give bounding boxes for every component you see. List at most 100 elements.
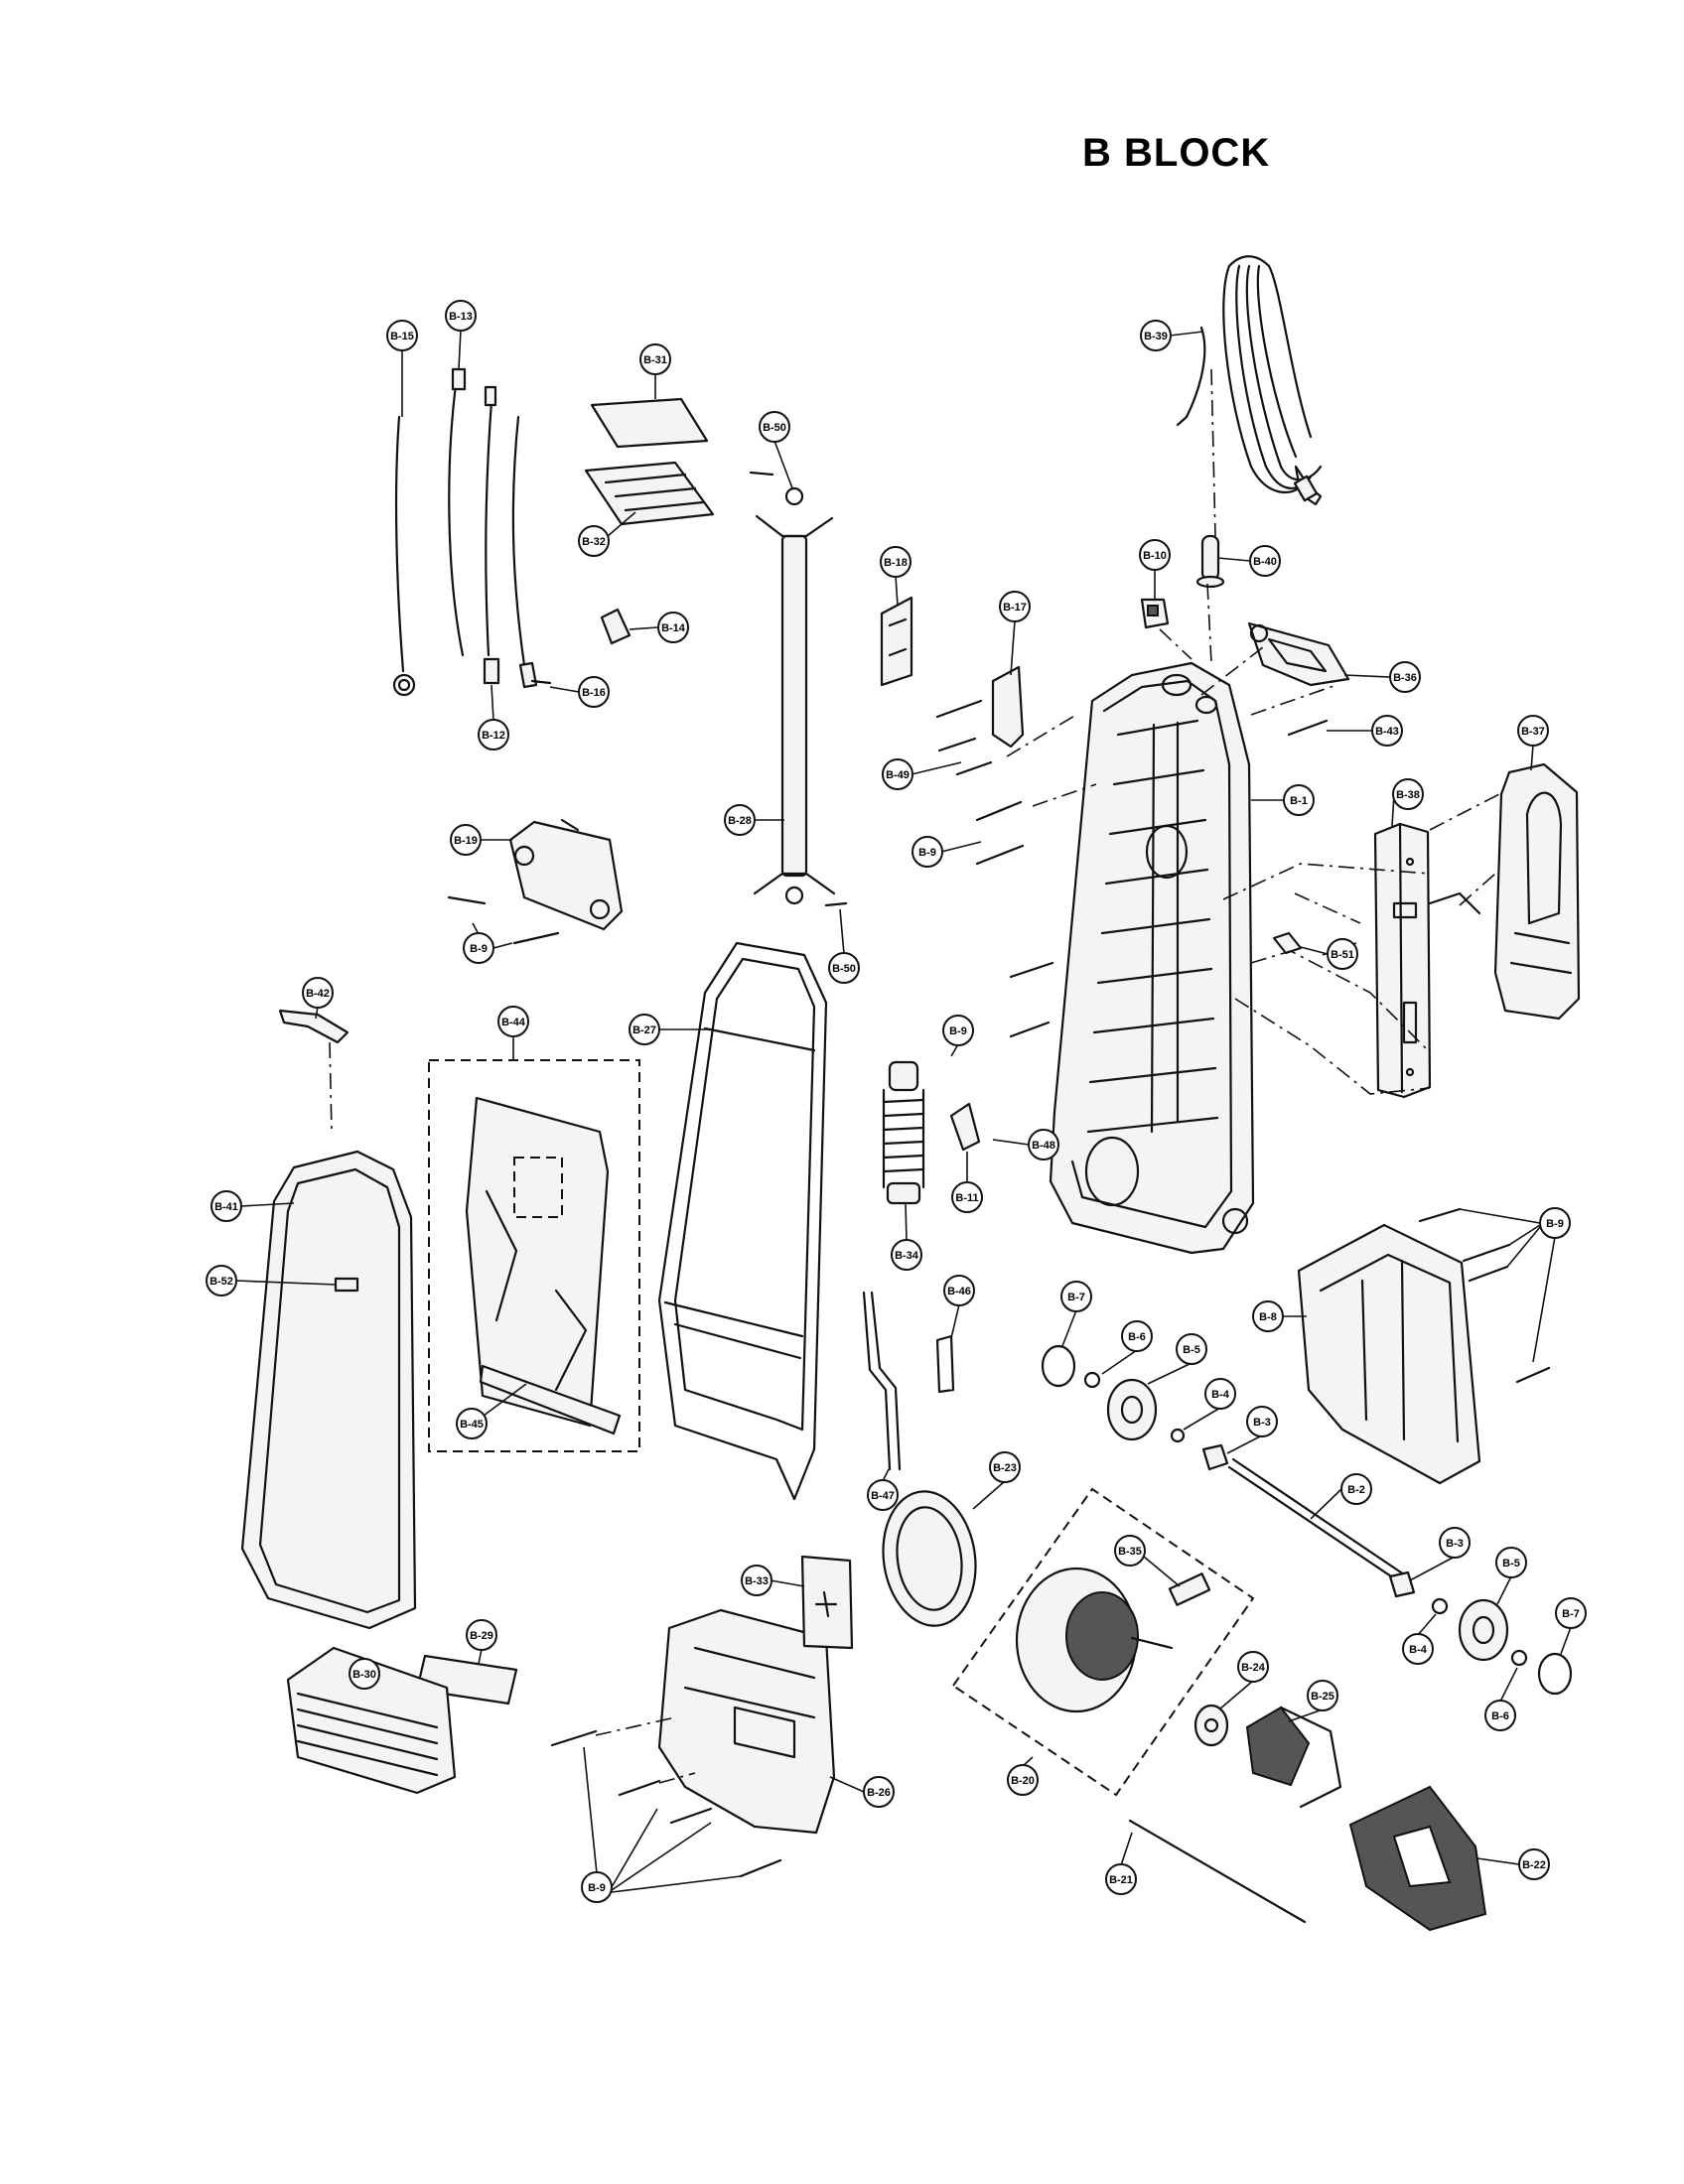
right-wheel-group bbox=[1388, 1570, 1573, 1696]
long-rod bbox=[1128, 1819, 1307, 1924]
callout-b-10: B-10 bbox=[1139, 539, 1171, 571]
callout-b-40: B-40 bbox=[1249, 545, 1281, 577]
callout-b-45: B-45 bbox=[456, 1408, 488, 1439]
callout-label: B-7 bbox=[1562, 1608, 1580, 1620]
handle-bracket bbox=[1247, 621, 1350, 687]
callout-circle bbox=[206, 1265, 237, 1297]
callout-circle bbox=[1204, 1378, 1236, 1410]
callout-circle bbox=[386, 320, 418, 351]
callout-label: B-18 bbox=[884, 557, 908, 569]
callout-circle bbox=[1028, 1129, 1059, 1160]
callout-label: B-16 bbox=[582, 687, 606, 699]
callout-circle bbox=[867, 1479, 899, 1511]
callout-b-49: B-49 bbox=[882, 758, 913, 790]
callout-b-3: B-3 bbox=[1439, 1527, 1471, 1559]
rear-grille-cover bbox=[286, 1646, 457, 1795]
callout-b-25: B-25 bbox=[1307, 1680, 1338, 1711]
callout-b-20: B-20 bbox=[1007, 1764, 1039, 1796]
callout-label: B-29 bbox=[470, 1630, 493, 1642]
callout-circle bbox=[1105, 1863, 1137, 1895]
callout-circle bbox=[1246, 1406, 1278, 1437]
callout-label: B-51 bbox=[1331, 949, 1354, 961]
callout-b-34: B-34 bbox=[891, 1239, 922, 1271]
callout-label: B-2 bbox=[1347, 1484, 1365, 1496]
callout-label: B-1 bbox=[1290, 795, 1308, 807]
callout-label: B-6 bbox=[1128, 1331, 1146, 1343]
callout-circle bbox=[912, 836, 943, 868]
callout-b-15: B-15 bbox=[386, 320, 418, 351]
callout-label: B-27 bbox=[632, 1024, 656, 1036]
callout-b-23: B-23 bbox=[989, 1451, 1021, 1483]
front-bag-cover bbox=[240, 1150, 417, 1630]
callout-label: B-43 bbox=[1375, 726, 1399, 738]
callout-b-19: B-19 bbox=[450, 824, 482, 856]
callout-label: B-49 bbox=[886, 769, 910, 781]
callout-b-16: B-16 bbox=[578, 676, 610, 708]
brackets bbox=[880, 596, 1025, 749]
cord-grommet bbox=[1195, 534, 1225, 589]
callout-circle bbox=[210, 1190, 242, 1222]
callout-circle bbox=[759, 411, 790, 443]
callout-label: B-30 bbox=[352, 1669, 376, 1681]
callout-circle bbox=[882, 758, 913, 790]
callout-b-7: B-7 bbox=[1060, 1281, 1092, 1312]
callout-label: B-7 bbox=[1067, 1292, 1085, 1303]
callout-label: B-5 bbox=[1502, 1558, 1520, 1570]
callout-label: B-9 bbox=[918, 847, 936, 859]
callout-circle bbox=[1518, 1848, 1550, 1880]
callout-b-39: B-39 bbox=[1140, 320, 1172, 351]
callout-b-33: B-33 bbox=[741, 1565, 772, 1596]
dust-bag bbox=[428, 1059, 640, 1452]
callout-circle bbox=[1517, 715, 1549, 747]
callout-circle bbox=[1252, 1300, 1284, 1332]
callout-circle bbox=[1140, 320, 1172, 351]
callout-circle bbox=[741, 1565, 772, 1596]
callout-circle bbox=[1495, 1547, 1527, 1578]
callout-b-47: B-47 bbox=[867, 1479, 899, 1511]
callout-label: B-40 bbox=[1253, 556, 1277, 568]
callout-label: B-3 bbox=[1446, 1538, 1464, 1550]
callout-b-12: B-12 bbox=[478, 719, 509, 751]
callout-b-9: B-9 bbox=[581, 1871, 613, 1903]
callout-b-50: B-50 bbox=[828, 952, 860, 984]
latch bbox=[278, 1009, 350, 1044]
bag-frame bbox=[657, 941, 828, 1501]
callout-b-2: B-2 bbox=[1340, 1473, 1372, 1505]
callout-b-48: B-48 bbox=[1028, 1129, 1059, 1160]
motor-housing bbox=[657, 1608, 836, 1835]
callout-label: B-32 bbox=[582, 536, 606, 548]
callout-label: B-14 bbox=[661, 622, 686, 634]
callout-label: B-6 bbox=[1491, 1710, 1509, 1722]
callout-label: B-21 bbox=[1109, 1874, 1133, 1886]
callout-circle bbox=[1114, 1535, 1146, 1567]
callout-circle bbox=[863, 1776, 895, 1808]
callout-b-51: B-51 bbox=[1327, 938, 1358, 970]
callout-circle bbox=[1484, 1700, 1516, 1731]
callout-label: B-9 bbox=[470, 943, 488, 955]
wire-harness bbox=[448, 367, 552, 689]
motor-assembly bbox=[951, 1487, 1255, 1797]
callout-label: B-15 bbox=[390, 331, 414, 342]
callout-b-37: B-37 bbox=[1517, 715, 1549, 747]
callout-label: B-4 bbox=[1211, 1389, 1230, 1401]
callout-b-52: B-52 bbox=[206, 1265, 237, 1297]
callout-label: B-19 bbox=[454, 835, 478, 847]
screws-upper bbox=[935, 699, 1551, 1384]
callout-label: B-48 bbox=[1032, 1140, 1055, 1152]
callout-label: B-31 bbox=[643, 354, 667, 366]
latch-rods bbox=[862, 1291, 955, 1471]
callout-label: B-47 bbox=[871, 1490, 895, 1502]
callout-circle bbox=[1283, 784, 1315, 816]
callout-label: B-20 bbox=[1011, 1775, 1035, 1787]
callout-circle bbox=[942, 1015, 974, 1046]
callout-b-31: B-31 bbox=[639, 343, 671, 375]
callout-b-43: B-43 bbox=[1371, 715, 1403, 747]
callout-circle bbox=[1539, 1207, 1571, 1239]
callout-b-8: B-8 bbox=[1252, 1300, 1284, 1332]
callout-circle bbox=[581, 1871, 613, 1903]
callout-circle bbox=[880, 546, 912, 578]
callout-label: B-4 bbox=[1409, 1644, 1428, 1656]
callout-b-6: B-6 bbox=[1484, 1700, 1516, 1731]
callout-label: B-34 bbox=[895, 1250, 919, 1262]
